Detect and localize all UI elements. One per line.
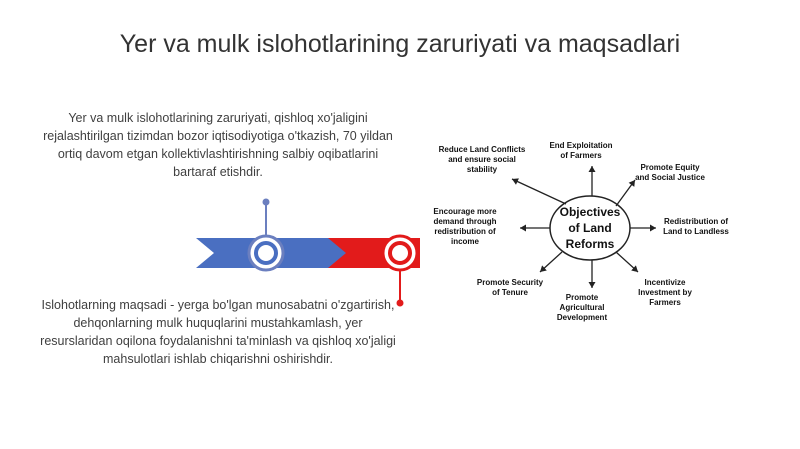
spoke-label-line: Promote <box>566 293 599 302</box>
spoke-label-line: of Farmers <box>560 151 602 160</box>
spoke-arrowhead-promote-equity <box>628 180 635 187</box>
spoke-label-line: Reduce Land Conflicts <box>439 145 526 154</box>
spoke-label-line: stability <box>467 165 498 174</box>
spoke-label-line: redistribution of <box>434 227 496 236</box>
spoke-label-line: demand through <box>433 217 496 226</box>
spoke-arrowhead-end-exploitation <box>588 166 596 172</box>
spoke-arrowhead-redistribution <box>650 224 656 232</box>
spoke-label-line: Agricultural <box>560 303 605 312</box>
spoke-label-line: Farmers <box>649 298 681 307</box>
spoke-arrowhead-encourage-demand <box>520 224 526 232</box>
spoke-label-line: Promote Equity <box>640 163 700 172</box>
timeline-ring-red-inner <box>388 241 412 265</box>
necessity-paragraph: Yer va mulk islohotlarining zaruriyati, … <box>43 111 393 179</box>
timeline-dot-red <box>396 299 404 307</box>
center-label-line-2: of Land <box>568 221 611 235</box>
spoke-label-line: Investment by <box>638 288 692 297</box>
spoke-label-line: Development <box>557 313 608 322</box>
slide-title: Yer va mulk islohotlarining zaruriyati v… <box>119 30 681 58</box>
center-label-line-1: Objectives <box>560 205 621 219</box>
spoke-label-line: Land to Landless <box>663 227 729 236</box>
spoke-label-line: Incentivize <box>645 278 686 287</box>
goals-paragraph: Islohotlarning maqsadi - yerga bo'lgan m… <box>40 298 396 366</box>
spoke-label-line: and ensure social <box>448 155 516 164</box>
spoke-arrow-reduce-conflicts <box>511 178 567 205</box>
timeline-graphic <box>196 198 420 307</box>
spoke-arrowhead-reduce-conflicts <box>512 178 519 185</box>
spoke-label-line: and Social Justice <box>635 173 705 182</box>
spoke-label-line: of Tenure <box>492 288 528 297</box>
spoke-arrowhead-promote-agri <box>588 282 596 288</box>
spoke-label-line: Promote Security <box>477 278 544 287</box>
spoke-arrowhead-promote-security <box>540 265 547 272</box>
spoke-arrowhead-incentivize <box>631 265 638 272</box>
center-label-line-3: Reforms <box>566 237 615 251</box>
spoke-label-line: End Exploitation <box>549 141 612 150</box>
timeline-ring-blue-inner <box>254 241 278 265</box>
spoke-label-line: Redistribution of <box>664 217 728 226</box>
timeline-dot-blue <box>262 198 270 206</box>
spoke-label-line: Encourage more <box>433 207 497 216</box>
objectives-diagram: Objectives of Land Reforms Reduce Land C… <box>433 141 729 322</box>
spoke-label-line: income <box>451 237 480 246</box>
